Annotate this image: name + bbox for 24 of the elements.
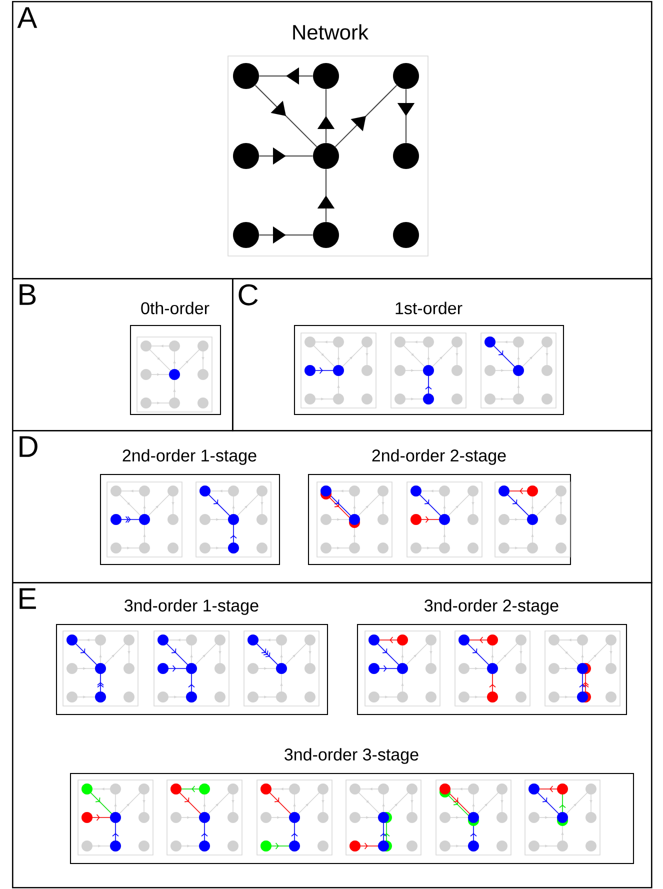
network-node [233,143,259,169]
group-title: 3nd-order 3-stage [284,748,418,764]
network-node [233,222,259,248]
panel-letter: D [20,436,38,457]
panel-letter: E [20,588,36,609]
network-node [393,143,419,169]
network-node [313,222,339,248]
group-title: 2nd-order 2-stage [372,449,506,465]
group-title: 1st-order [396,302,462,314]
panel-letter: C [238,284,258,306]
group-title: 3nd-order 2-stage [424,599,558,615]
arrow [334,84,398,148]
network-node [313,63,339,89]
group-title: 0th-order [141,302,210,314]
network-node [393,222,419,248]
panel-letter: A [17,7,38,28]
arrow [254,84,318,148]
network-node [313,143,339,169]
network-node [233,63,259,89]
group-title: 2nd-order 1-stage [122,449,256,465]
panel-title: Network [293,24,369,40]
network-node [393,63,419,89]
panel-letter: B [20,284,36,305]
group-title: 3nd-order 1-stage [124,599,258,615]
